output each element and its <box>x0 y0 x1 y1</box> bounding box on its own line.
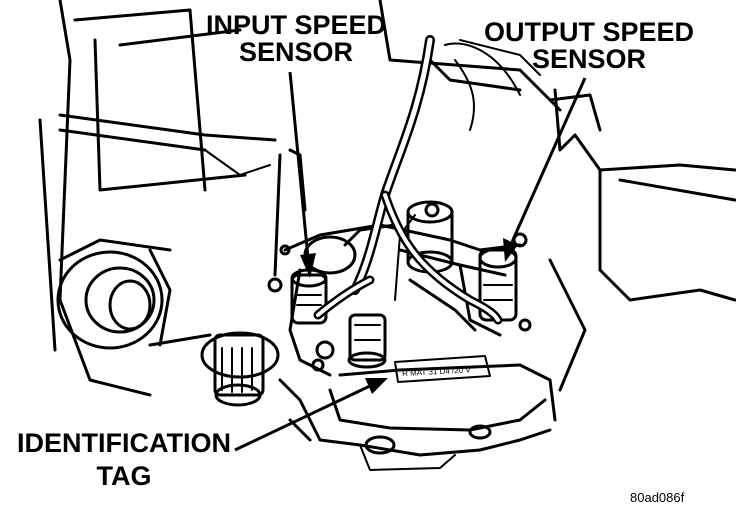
identification-tag-arrow <box>234 378 388 452</box>
output-sensor-arrow <box>503 77 587 262</box>
tag-inscription: R MAT 31 D4 /20 V <box>402 365 472 378</box>
wiring-harness <box>313 35 521 325</box>
chassis-frame <box>38 0 277 397</box>
input-sensor-arrow <box>288 71 316 278</box>
solenoid-connector <box>311 313 387 372</box>
right-case <box>548 88 736 392</box>
output-shaft <box>148 331 280 407</box>
output-speed-sensor-label: OUTPUT SPEED SENSOR <box>483 17 695 74</box>
oil-pan <box>278 363 557 471</box>
torque-converter-housing <box>56 238 172 350</box>
figure-code: 80ad086f <box>630 490 685 505</box>
input-speed-sensor-label: INPUT SPEED SENSOR <box>205 10 387 67</box>
callout-arrows <box>234 71 587 452</box>
valve-body-cover <box>273 0 562 277</box>
identification-tag <box>394 355 491 383</box>
identification-tag-label: IDENTIFICATION TAG <box>17 428 231 491</box>
